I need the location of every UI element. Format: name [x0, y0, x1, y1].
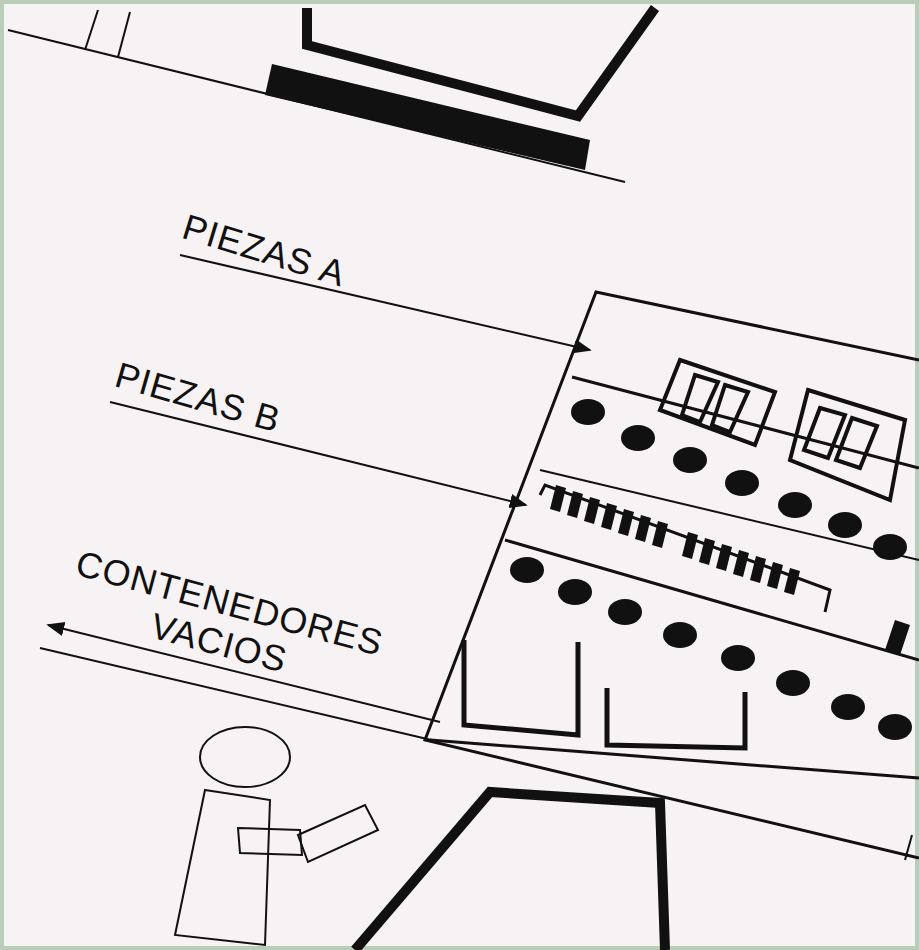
flow-rack-illustration: [0, 0, 919, 950]
